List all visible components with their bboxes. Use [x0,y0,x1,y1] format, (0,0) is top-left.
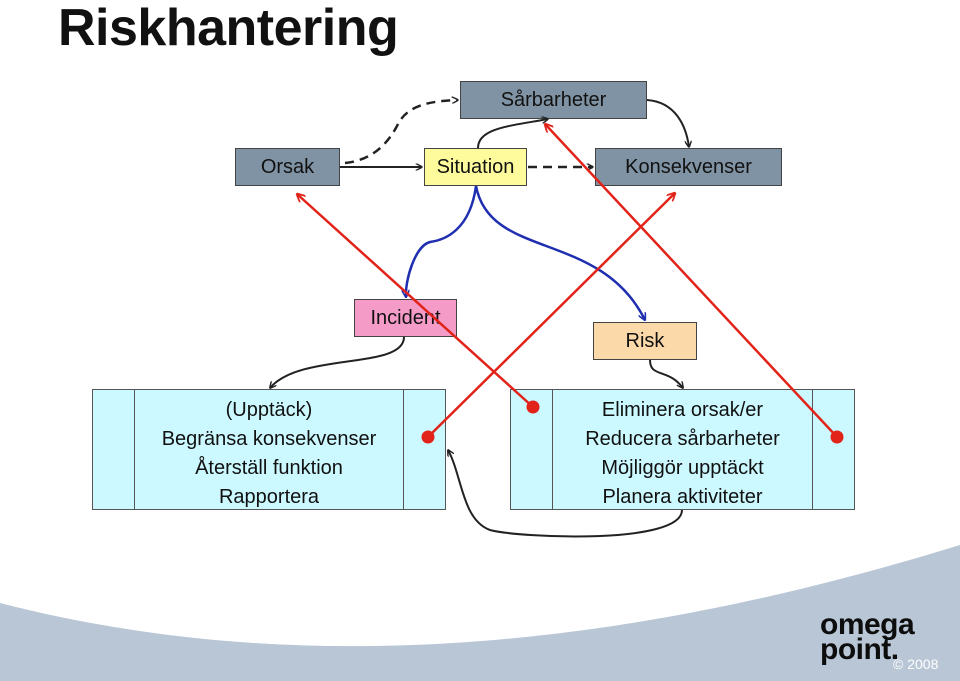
blue-connectors [406,185,645,320]
arrow-leftpanel-konsekvenser [427,193,675,438]
right-action-panel: Eliminera orsak/er Reducera sårbarheter … [510,389,855,510]
arrow-incident-leftpanel [270,336,405,388]
right-panel-right-cell [812,390,854,509]
left-panel-text: (Upptäck) Begränsa konsekvenser Återstäl… [135,396,403,512]
node-incident: Incident [354,299,457,337]
red-dot-rightpanel-right [830,430,844,444]
node-orsak: Orsak [235,148,340,186]
node-sarbarheter: Sårbarheter [460,81,647,119]
logo-line-1: omega [820,608,915,641]
left-panel-line: Återställ funktion [195,457,343,479]
omegapoint-logo: omega point. [820,608,915,666]
red-dot-leftpanel-right [421,430,435,444]
arrow-sarbarheter-konsekvenser [646,99,689,147]
node-risk: Risk [593,322,697,360]
left-action-panel: (Upptäck) Begränsa konsekvenser Återstäl… [92,389,446,510]
right-panel-line: Reducera sårbarheter [585,428,780,450]
right-panel-text: Eliminera orsak/er Reducera sårbarheter … [553,396,812,512]
arrow-risk-rightpanel [649,359,683,388]
logo-line-2: point. [820,633,899,666]
right-panel-line: Eliminera orsak/er [601,399,764,421]
node-konsekvenser: Konsekvenser [595,148,782,186]
arrow-situation-sarbarheter [477,119,548,149]
right-panel-line: Möjliggör upptäckt [601,457,764,479]
arrow-rightpanel-sarbarheter [545,124,838,438]
node-situation: Situation [424,148,527,186]
red-dot-rightpanel-left [526,400,540,414]
page-title: Riskhantering [58,0,399,57]
arrow-rightpanel-leftpanel [448,450,683,538]
dashed-orsak-sarbarheter [344,100,458,165]
left-panel-left-cell [93,390,135,509]
black-connectors [270,99,689,538]
left-panel-line: Begränsa konsekvenser [161,428,377,450]
left-panel-line: Rapportera [218,486,320,508]
arrow-rightpanel-orsak [297,194,534,408]
left-panel-right-cell [403,390,445,509]
red-connectors [297,124,844,444]
arrow-situation-risk [474,185,645,320]
right-panel-left-cell [511,390,553,509]
right-panel-line: Planera aktiviteter [602,486,763,508]
copyright-text: © 2008 [893,656,939,672]
arrow-situation-incident [406,185,478,297]
left-panel-line: (Upptäck) [225,399,313,421]
